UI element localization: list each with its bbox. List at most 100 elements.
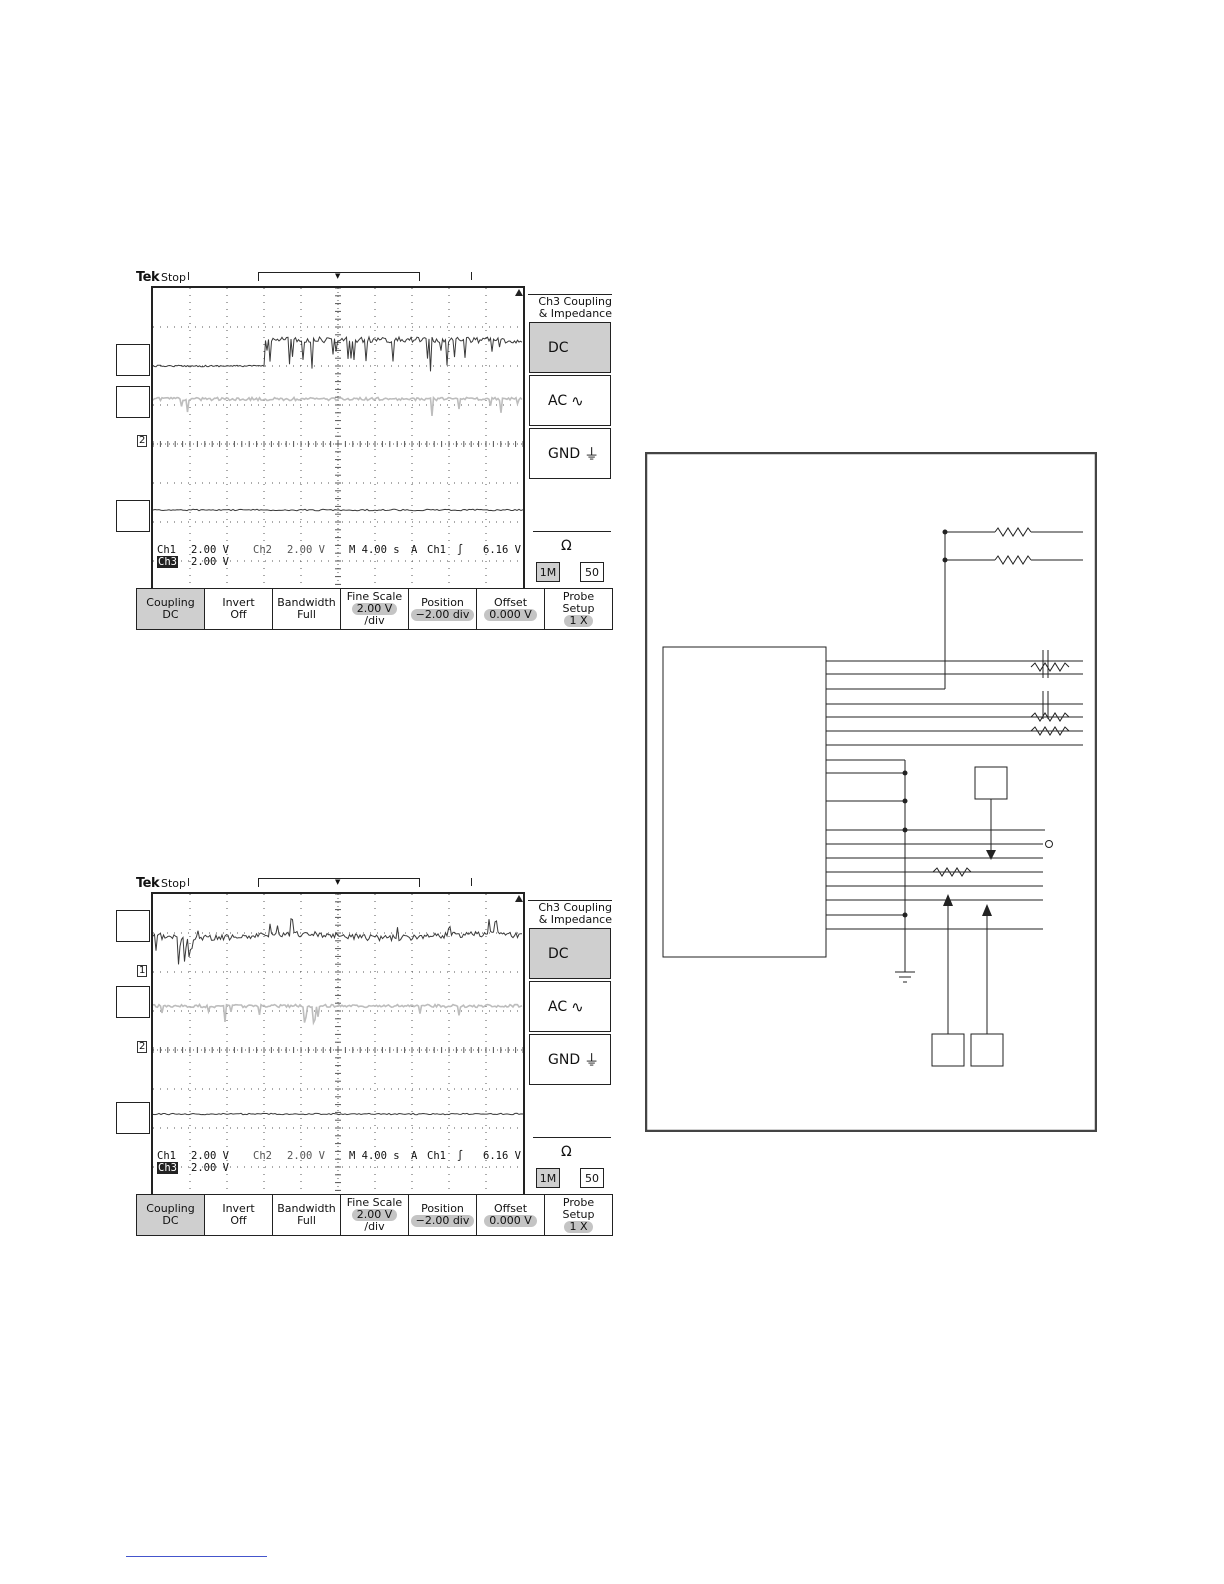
impedance-divider xyxy=(533,1137,611,1138)
variable-resistor xyxy=(932,867,972,877)
position-title: Position xyxy=(421,1202,464,1215)
arrow-head xyxy=(986,850,996,860)
impedance-50-button[interactable]: 50 xyxy=(580,1168,604,1188)
probe-setup-title: Probe Setup xyxy=(562,1196,595,1221)
coupling-menu-button[interactable]: Coupling DC xyxy=(136,1194,205,1236)
invert-menu-button[interactable]: Invert Off xyxy=(204,588,273,630)
channel-label-box xyxy=(116,910,150,942)
record-view-bracket xyxy=(258,878,420,887)
ch2-ground-marker: 2 xyxy=(137,435,148,447)
fine-scale-value: 2.00 V xyxy=(351,1209,398,1221)
position-title: Position xyxy=(421,596,464,609)
oscilloscope-screenshot-bottom: Tek Stop ▼ Ch1 2.00 V Ch2 2.00 V M 4.00 … xyxy=(116,874,616,1238)
trigger-source: Ch1 xyxy=(427,544,446,556)
ch2-ground-marker: 2 xyxy=(137,1041,148,1053)
invert-menu-button[interactable]: Invert Off xyxy=(204,1194,273,1236)
gnd-label: GND xyxy=(548,1051,581,1068)
probe-setup-value: 1 X xyxy=(564,1221,593,1233)
invert-value: Off xyxy=(230,1214,247,1227)
waveform-display[interactable]: Ch1 2.00 V Ch2 2.00 V M 4.00 s A Ch1 ∫ 6… xyxy=(151,286,525,602)
fine-scale-title: Fine Scale xyxy=(346,590,403,603)
bandwidth-menu-button[interactable]: Bandwidth Full xyxy=(272,588,341,630)
gnd-coupling-button[interactable]: GND ⏚ xyxy=(529,1034,611,1085)
bottom-menu: Coupling DC Invert Off Bandwidth Full Fi… xyxy=(136,588,613,630)
position-menu-button[interactable]: Position −2.00 div xyxy=(408,1194,477,1236)
ac-label: AC xyxy=(548,392,568,409)
dc-label: DC xyxy=(548,339,569,356)
gnd-label: GND xyxy=(548,445,581,462)
ohm-icon: Ω xyxy=(561,1144,572,1160)
junction-dot xyxy=(942,529,948,535)
impedance-divider xyxy=(533,531,611,532)
dc-coupling-button[interactable]: DC xyxy=(529,322,611,373)
acquisition-status: Stop xyxy=(161,877,187,890)
offset-title: Offset xyxy=(493,596,528,609)
junction-dots xyxy=(902,770,908,918)
impedance-50-button[interactable]: 50 xyxy=(580,562,604,582)
ch2-scale: 2.00 V xyxy=(287,544,325,556)
record-view-bracket xyxy=(258,272,420,281)
dc-coupling-button[interactable]: DC xyxy=(529,928,611,979)
ground-icon: ⏚ xyxy=(584,1051,600,1069)
probe-setup-title: Probe Setup xyxy=(562,590,595,615)
coupling-menu-button[interactable]: Coupling DC xyxy=(136,588,205,630)
bandwidth-value: Full xyxy=(297,608,316,621)
side-menu-title-line2: & Impedance xyxy=(538,307,612,320)
offset-value: 0.000 V xyxy=(484,609,537,621)
ch2-label: Ch2 xyxy=(253,544,272,556)
graticule xyxy=(153,288,523,600)
waveform-traces xyxy=(153,895,523,1116)
bottom-menu: Coupling DC Invert Off Bandwidth Full Fi… xyxy=(136,1194,613,1236)
channel-label-box xyxy=(116,386,150,418)
impedance-1m-label: 1M xyxy=(539,1171,557,1185)
ch1-label: Ch1 xyxy=(157,1150,176,1162)
side-menu-title-line1: Ch3 Coupling xyxy=(538,901,612,914)
ac-coupling-button[interactable]: AC ∿ xyxy=(529,981,611,1032)
impedance-1m-button[interactable]: 1M xyxy=(536,1168,560,1188)
coupling-value: DC xyxy=(162,1214,179,1227)
tek-logo: Tek xyxy=(136,876,160,891)
sine-wave-icon: ∿ xyxy=(571,391,584,410)
acquisition-status: Stop xyxy=(161,271,187,284)
fine-scale-menu-button[interactable]: Fine Scale 2.00 V /div xyxy=(340,588,409,630)
offset-menu-button[interactable]: Offset 0.000 V xyxy=(476,1194,545,1236)
timebase: M 4.00 s xyxy=(349,544,400,556)
bandwidth-value: Full xyxy=(297,1214,316,1227)
ic-output-lines xyxy=(826,660,1083,983)
dc-label: DC xyxy=(548,945,569,962)
probe-setup-menu-button[interactable]: Probe Setup 1 X xyxy=(544,1194,613,1236)
fine-scale-value: 2.00 V xyxy=(351,603,398,615)
offset-menu-button[interactable]: Offset 0.000 V xyxy=(476,588,545,630)
ch2-scale: 2.00 V xyxy=(287,1150,325,1162)
label-box xyxy=(970,1033,1004,1067)
gnd-coupling-button[interactable]: GND ⏚ xyxy=(529,428,611,479)
bandwidth-title: Bandwidth xyxy=(277,596,336,609)
ch1-ground-marker: 1 xyxy=(137,965,148,977)
trigger-slope-icon: ∫ xyxy=(457,544,464,556)
invert-title: Invert xyxy=(222,1202,255,1215)
offset-title: Offset xyxy=(493,1202,528,1215)
footer-link-underline xyxy=(126,1556,267,1557)
ch3-waveform xyxy=(153,508,523,512)
fine-scale-unit: /div xyxy=(364,614,385,627)
fine-scale-menu-button[interactable]: Fine Scale 2.00 V /div xyxy=(340,1194,409,1236)
ac-coupling-button[interactable]: AC ∿ xyxy=(529,375,611,426)
ch3-scale: 2.00 V xyxy=(191,1162,229,1174)
ch1-waveform xyxy=(153,335,523,372)
channel-label-box xyxy=(116,1102,150,1134)
waveform-display[interactable]: Ch1 2.00 V Ch2 2.00 V M 4.00 s A Ch1 ∫ 6… xyxy=(151,892,525,1208)
invert-value: Off xyxy=(230,608,247,621)
bandwidth-title: Bandwidth xyxy=(277,1202,336,1215)
record-tick-left xyxy=(188,272,189,280)
label-box xyxy=(931,1033,965,1067)
position-menu-button[interactable]: Position −2.00 div xyxy=(408,588,477,630)
ohm-icon: Ω xyxy=(561,538,572,554)
impedance-1m-button[interactable]: 1M xyxy=(536,562,560,582)
probe-setup-menu-button[interactable]: Probe Setup 1 X xyxy=(544,588,613,630)
ch2-label: Ch2 xyxy=(253,1150,272,1162)
ch1-label: Ch1 xyxy=(157,544,176,556)
bandwidth-menu-button[interactable]: Bandwidth Full xyxy=(272,1194,341,1236)
ch3-waveform xyxy=(153,1112,523,1116)
trigger-source: Ch1 xyxy=(427,1150,446,1162)
record-tick-left xyxy=(188,878,189,886)
